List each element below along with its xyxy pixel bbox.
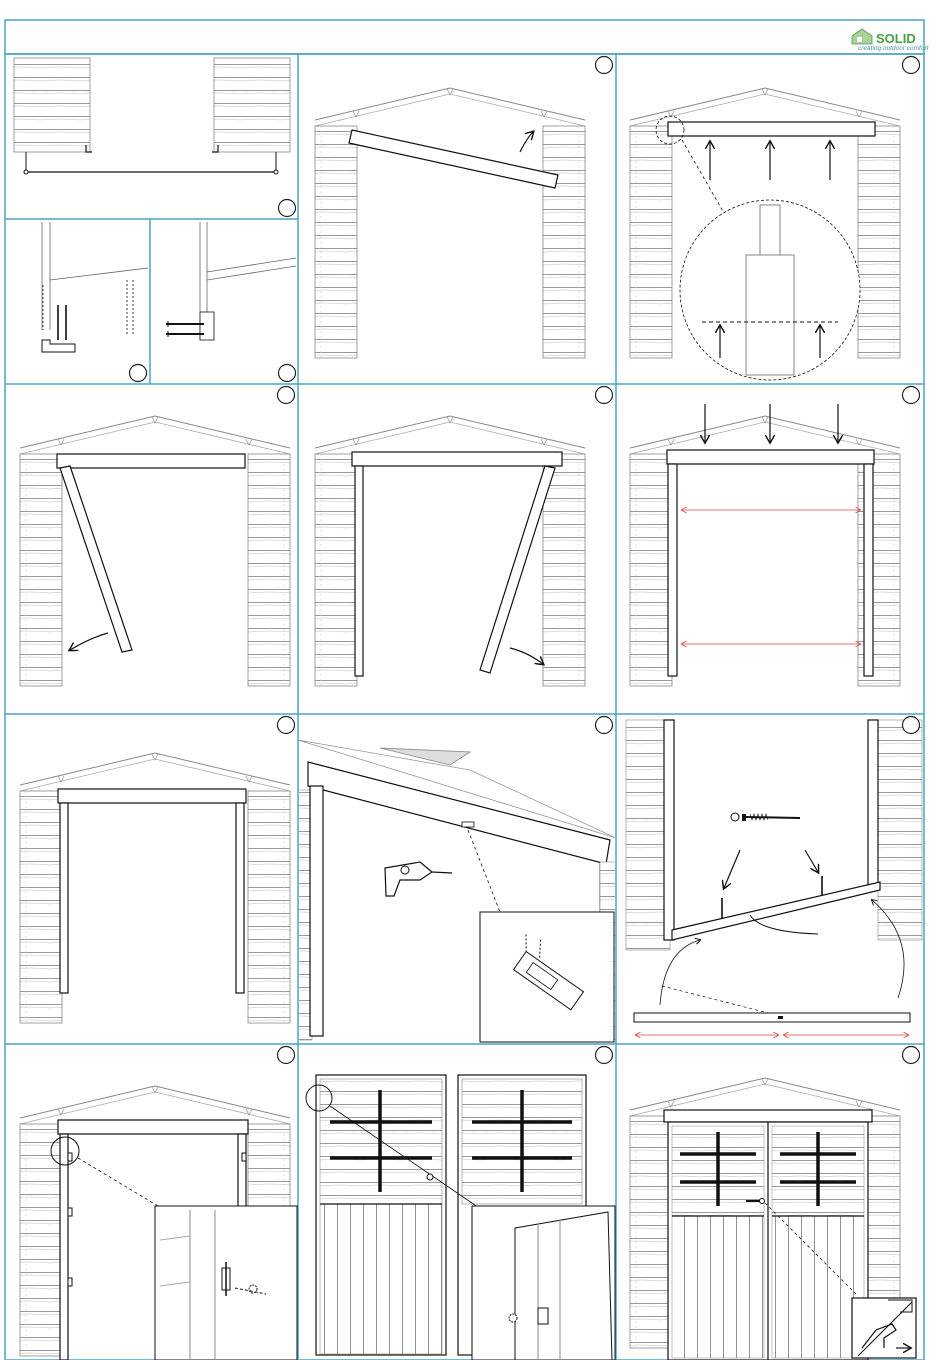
panel-bracket-screws xyxy=(42,222,148,382)
drill-icon xyxy=(385,862,452,896)
panel-side-screws xyxy=(166,222,296,382)
panel-lintel-insert xyxy=(315,88,585,358)
panel-drill-bracket xyxy=(298,740,616,1042)
screw-icon xyxy=(731,813,800,821)
panel-base-frame xyxy=(14,58,296,217)
panel-left-post xyxy=(20,416,290,686)
header-bar xyxy=(5,20,924,54)
brand-name: SOLID xyxy=(876,31,916,46)
panel-frame-align xyxy=(630,404,900,686)
panel-lintel-lift xyxy=(630,88,900,380)
hand-icon xyxy=(852,1298,916,1358)
panel-threshold xyxy=(626,720,922,1035)
brand-tagline: creating outdoor comfort xyxy=(858,45,930,52)
panel-frame-complete xyxy=(20,753,290,1023)
latch-detail xyxy=(509,1212,612,1360)
panel-right-post xyxy=(315,416,585,686)
